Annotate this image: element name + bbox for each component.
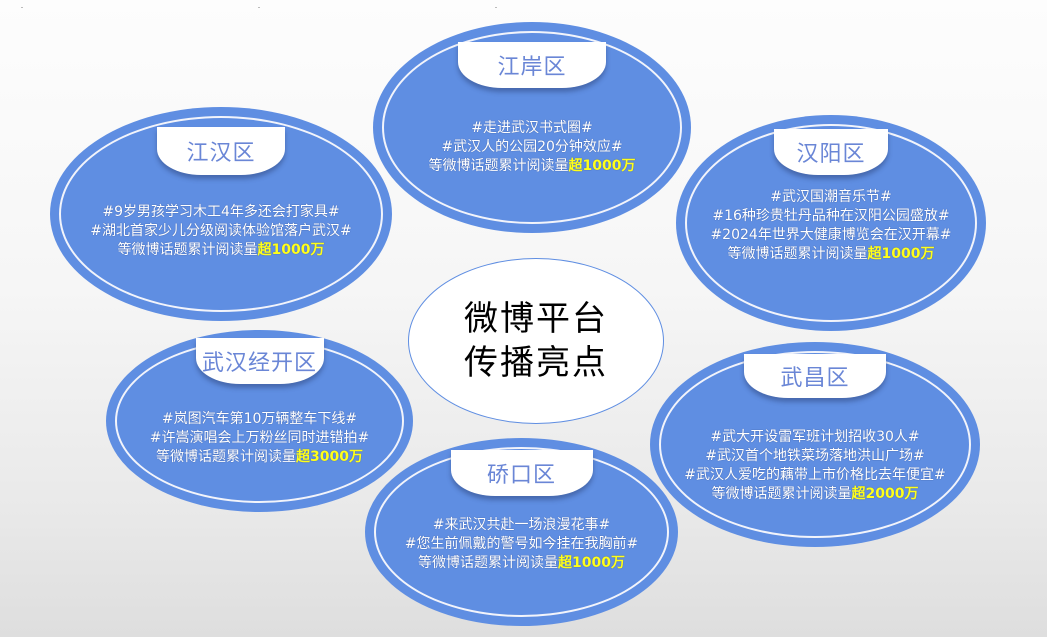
district-content: #武大开设雷军班计划招收30人# #武汉首个地铁菜场落地洪山广场# #武汉人爱吃… [650, 428, 980, 504]
slide-marker [495, 7, 497, 8]
district-content: #岚图汽车第10万辆整车下线# #许嵩演唱会上万粉丝同时进错拍# 等微博话题累计… [106, 410, 413, 467]
read-count-highlight: 超2000万 [851, 486, 919, 502]
topic: #武大开设雷军班计划招收30人# [710, 429, 920, 445]
district-name: 硚口区 [486, 463, 556, 488]
summary-prefix: 等微博话题累计阅读量 [156, 449, 297, 465]
topic: #湖北首家少儿分级阅读体验馆落户武汉# [90, 223, 352, 239]
topic: #2024年世界大健康博览会在汉开幕# [710, 227, 952, 243]
summary: 等微博话题累计阅读量超1000万 [676, 245, 986, 264]
bubble-ring [374, 447, 669, 617]
topic: #武汉人爱吃的藕带上市价格比去年便宜# [684, 467, 946, 483]
read-count-highlight: 超1000万 [867, 246, 935, 262]
topic: #武汉首个地铁菜场落地洪山广场# [705, 448, 925, 464]
topic: #16种珍贵牡丹品种在汉阳公园盛放# [712, 208, 950, 224]
district-label: 江岸区 [458, 42, 606, 88]
slide-marker [21, 7, 23, 8]
topic: #许嵩演唱会上万粉丝同时进错拍# [149, 430, 370, 446]
district-content: #武汉国潮音乐节# #16种珍贵牡丹品种在汉阳公园盛放# #2024年世界大健康… [676, 188, 986, 264]
summary: 等微博话题累计阅读量超2000万 [650, 485, 980, 504]
district-bubble-jiangan: 江岸区 #走进武汉书式圈# #武汉人的公园20分钟效应# 等微博话题累计阅读量超… [373, 22, 691, 233]
bubble-ring [59, 116, 383, 312]
district-bubble-qiaokou: 硚口区 #来武汉共赴一场浪漫花事# #您生前佩戴的警号如今挂在我胸前# 等微博话… [365, 438, 678, 626]
slide-marker [258, 7, 260, 8]
summary-prefix: 等微博话题累计阅读量 [727, 246, 868, 262]
read-count-highlight: 超1000万 [257, 242, 325, 258]
district-content: #来武汉共赴一场浪漫花事# #您生前佩戴的警号如今挂在我胸前# 等微博话题累计阅… [365, 516, 678, 573]
read-count-highlight: 超1000万 [568, 158, 636, 174]
topic: #9岁男孩学习木工4年多还会打家具# [102, 204, 340, 220]
district-bubble-jianghan: 江汉区 #9岁男孩学习木工4年多还会打家具# #湖北首家少儿分级阅读体验馆落户武… [50, 107, 392, 321]
district-name: 汉阳区 [796, 142, 866, 167]
bubble-ring [659, 351, 971, 538]
summary: 等微博话题累计阅读量超1000万 [365, 554, 678, 573]
district-content: #走进武汉书式圈# #武汉人的公园20分钟效应# 等微博话题累计阅读量超1000… [373, 119, 691, 176]
center-title-bubble: 微博平台 传播亮点 [408, 258, 664, 424]
center-title-line2: 传播亮点 [464, 343, 608, 383]
summary-prefix: 等微博话题累计阅读量 [117, 242, 258, 258]
district-bubble-wuchang: 武昌区 #武大开设雷军班计划招收30人# #武汉首个地铁菜场落地洪山广场# #武… [650, 342, 980, 547]
district-content: #9岁男孩学习木工4年多还会打家具# #湖北首家少儿分级阅读体验馆落户武汉# 等… [50, 203, 392, 260]
district-label: 汉阳区 [774, 129, 888, 175]
summary: 等微博话题累计阅读量超1000万 [373, 157, 691, 176]
district-name: 江岸区 [497, 55, 567, 80]
district-name: 武昌区 [780, 366, 850, 391]
summary-prefix: 等微博话题累计阅读量 [418, 555, 559, 571]
summary: 等微博话题累计阅读量超1000万 [50, 241, 392, 260]
district-label: 硚口区 [450, 450, 593, 496]
district-bubble-jingkai: 武汉经开区 #岚图汽车第10万辆整车下线# #许嵩演唱会上万粉丝同时进错拍# 等… [106, 330, 413, 512]
read-count-highlight: 超1000万 [558, 555, 625, 571]
district-label: 江汉区 [157, 127, 285, 175]
topic: #走进武汉书式圈# [471, 120, 593, 136]
district-label: 武汉经开区 [195, 338, 324, 384]
district-label: 武昌区 [744, 354, 886, 398]
bubble-ring [382, 31, 682, 224]
topic: #武汉人的公园20分钟效应# [441, 139, 623, 155]
district-name: 江汉区 [186, 141, 256, 166]
district-bubble-hanyang: 汉阳区 #武汉国潮音乐节# #16种珍贵牡丹品种在汉阳公园盛放# #2024年世… [676, 115, 986, 331]
summary-prefix: 等微博话题累计阅读量 [711, 486, 852, 502]
district-name: 武汉经开区 [201, 351, 317, 376]
read-count-highlight: 超3000万 [296, 449, 363, 465]
summary-prefix: 等微博话题累计阅读量 [428, 158, 569, 174]
topic: #来武汉共赴一场浪漫花事# [432, 517, 611, 533]
topic: #武汉国潮音乐节# [770, 189, 892, 205]
topic: #岚图汽车第10万辆整车下线# [161, 411, 358, 427]
center-title-line1: 微博平台 [464, 299, 608, 339]
bubble-ring [685, 124, 977, 322]
summary: 等微博话题累计阅读量超3000万 [106, 448, 413, 467]
topic: #您生前佩戴的警号如今挂在我胸前# [404, 536, 639, 552]
